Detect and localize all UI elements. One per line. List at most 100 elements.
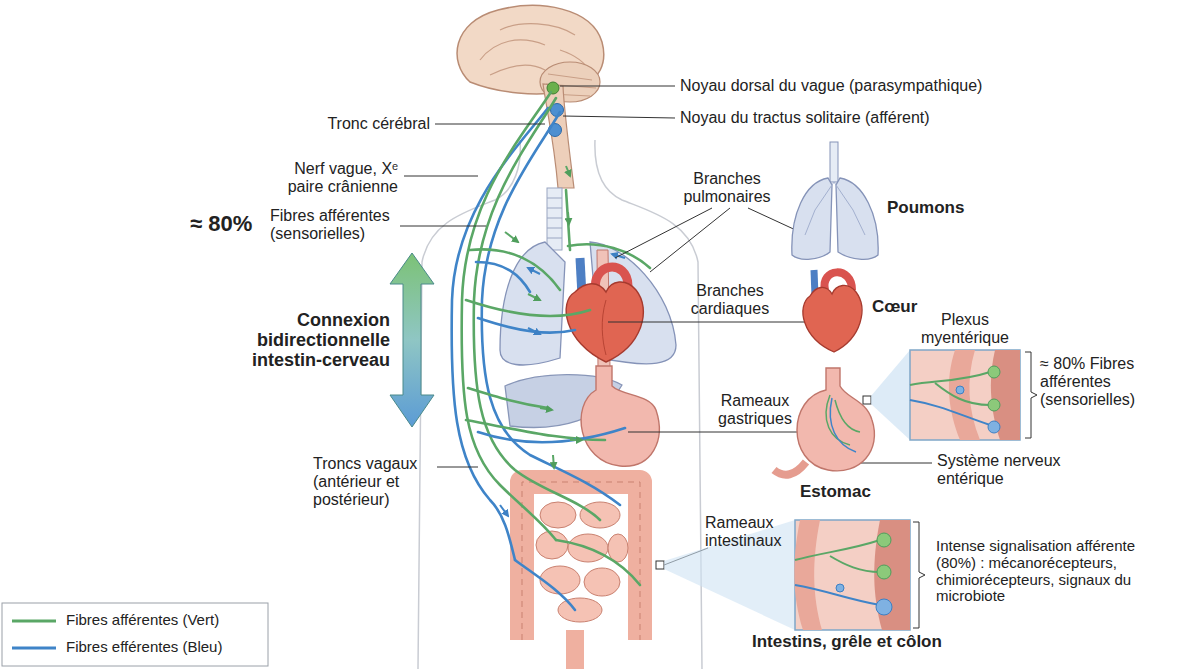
cardiac-branch	[466, 300, 590, 316]
muscle-layer	[874, 520, 910, 630]
leader-line	[563, 116, 675, 118]
efferent-fiber	[910, 400, 990, 425]
intestinal-branch	[556, 540, 640, 585]
bracket	[1025, 352, 1037, 438]
heart-groove	[602, 300, 606, 355]
note-text: Intense signalisation afférente (80%) : …	[936, 538, 1168, 605]
efferent-arrow	[528, 328, 540, 334]
duodenum	[774, 462, 806, 475]
nucleus-label: Noyau dorsal du vague (parasympathique)	[680, 77, 982, 95]
sensory-ending	[988, 399, 1000, 411]
left-lung	[500, 242, 565, 365]
afferent-fiber	[566, 190, 570, 250]
bronchi	[805, 182, 865, 235]
cardiac-branch	[478, 318, 575, 333]
inset-frame	[910, 350, 1020, 440]
leader-line	[404, 176, 478, 177]
intestines	[522, 482, 640, 669]
pulmonary-branch	[476, 262, 530, 292]
trachea-rings	[547, 198, 562, 238]
gastric-branch	[478, 428, 625, 442]
efferent-arrow	[528, 268, 540, 274]
motor-ending	[876, 599, 892, 615]
brainstem	[543, 84, 574, 188]
trachea	[547, 188, 562, 250]
branch-label: Branches pulmonaires	[667, 170, 787, 206]
part-label: Tronc cérébral	[290, 115, 430, 133]
branch-label: Branches cardiaques	[670, 282, 790, 318]
percentage: ≈ 80%	[190, 212, 252, 237]
system-label: Système nerveux entérique	[937, 452, 1069, 488]
stomach	[581, 366, 659, 466]
organ-label: Estomac	[800, 482, 871, 501]
small-intestine	[558, 598, 602, 622]
muscle-layer	[794, 520, 822, 630]
stomach-small	[797, 368, 874, 471]
efferent-arrow	[500, 505, 508, 516]
trachea-tube	[547, 188, 562, 250]
dorsal-vagal-nucleus	[547, 82, 559, 94]
leader-line	[608, 322, 808, 323]
nerve-label: Nerf vague, Xᵉ paire crânienne	[268, 160, 398, 196]
sensory-ending	[877, 565, 891, 579]
body-outline	[418, 140, 702, 669]
leader-lines	[400, 86, 932, 565]
intestinal-inset	[794, 520, 910, 630]
inset-frame	[795, 520, 910, 630]
hepatic-branch	[468, 388, 548, 408]
leader-line	[400, 226, 486, 227]
bidirectional-arrow	[390, 253, 434, 427]
legend-sample-afferent	[12, 620, 56, 623]
small-intestine	[540, 566, 580, 594]
gastric-nerves	[830, 398, 856, 452]
legend-text: Fibres afférentes (Vert)	[66, 612, 219, 629]
lungs-illustration	[792, 142, 878, 259]
trunk-label: Troncs vagaux (antérieur et postérieur)	[313, 455, 425, 509]
fiber-label: ≈ 80% Fibres afférentes (sensorielles)	[1040, 355, 1152, 409]
branch-label: Rameaux intestinaux	[705, 514, 800, 550]
organ-label: Cœur	[872, 297, 917, 316]
afferent-arrow	[568, 212, 569, 224]
legend-text: Fibres efférentes (Bleu)	[66, 639, 222, 656]
nucleus-label: Noyau du tractus solitaire (afférent)	[680, 109, 930, 127]
heart-small	[803, 285, 862, 352]
afferent-arrow	[540, 408, 552, 410]
sensory-ending	[877, 533, 891, 547]
pulmonary-branch	[568, 244, 650, 268]
organ-label: Intestins, grêle et côlon	[752, 632, 942, 651]
efferent-fiber	[482, 112, 620, 505]
ganglion	[956, 386, 964, 394]
leader-line	[560, 86, 675, 87]
zoom-marker	[863, 396, 871, 404]
leader-line	[437, 467, 478, 468]
vagus-nerve	[452, 92, 650, 610]
sensory-ending	[988, 366, 1000, 378]
rectum	[566, 630, 584, 669]
afferent-arrow	[505, 232, 518, 242]
fiber-arrows	[500, 166, 625, 516]
zoom-marker	[656, 561, 664, 569]
small-intestine	[584, 568, 620, 596]
heart-illustration	[803, 270, 862, 352]
legend-sample-efferent	[12, 647, 56, 650]
ganglion	[836, 584, 844, 592]
afferent-arrow	[570, 439, 582, 441]
heart	[566, 258, 643, 362]
cerebellum-folia	[546, 74, 596, 96]
afferent-arrow	[553, 455, 554, 468]
intestinal-branch	[515, 560, 575, 610]
small-intestine	[540, 502, 576, 528]
fiber-label: Fibres afférentes (sensorielles)	[270, 207, 402, 243]
plexus-label: Plexus myentérique	[905, 311, 1025, 347]
afferent-arrow	[566, 166, 570, 176]
connection-label: Connexion bidirectionnelle intestin-cerv…	[230, 310, 390, 370]
gastric-branch	[466, 420, 605, 440]
small-intestine	[580, 502, 620, 528]
torso-left	[418, 140, 520, 669]
motor-ending	[988, 421, 1000, 433]
afferent-fiber	[910, 372, 990, 405]
leader-line	[435, 124, 545, 125]
afferent-fiber	[795, 540, 880, 572]
afferent-arrow	[528, 294, 540, 300]
